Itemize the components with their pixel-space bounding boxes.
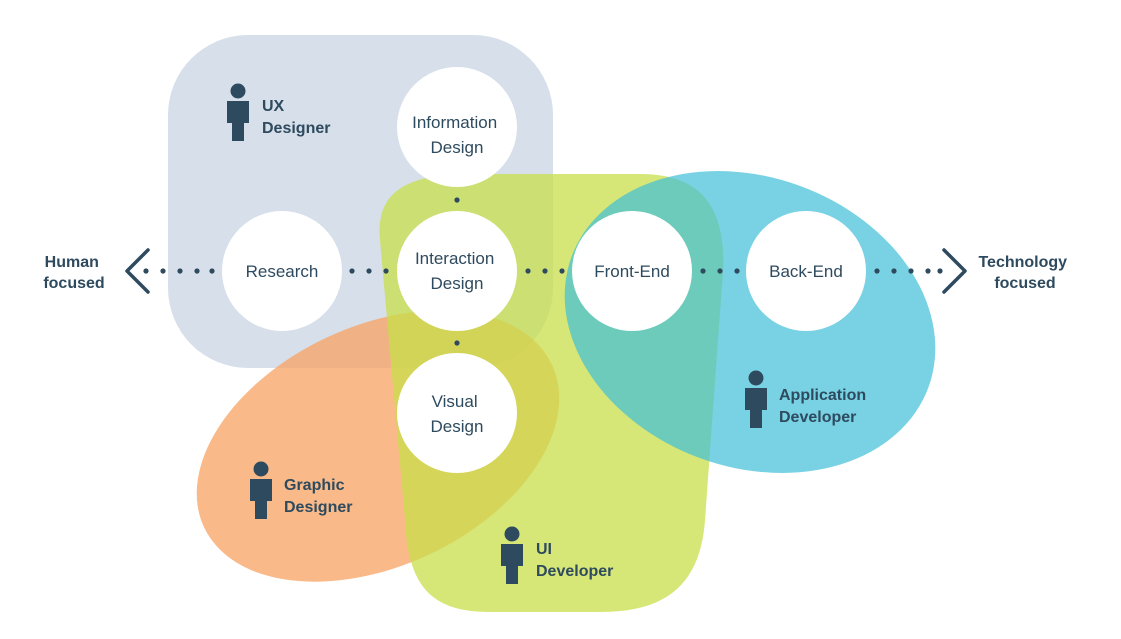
- interaction-design-circle: [397, 211, 517, 331]
- technology-focused-line1: Technology: [978, 254, 1067, 271]
- research-circle: [222, 211, 342, 331]
- information-design-label: Information Design: [412, 113, 502, 157]
- ux-designer-role: UX Designer: [227, 83, 330, 141]
- interaction-design-line2: Design: [431, 274, 484, 293]
- application-developer-role: Application Developer: [745, 370, 871, 428]
- visual-design-label: Visual Design: [431, 392, 484, 436]
- chevron-left-icon: [125, 248, 150, 294]
- chevron-right-icon: [942, 248, 967, 294]
- visual-design-line1: Visual: [432, 392, 478, 411]
- ux-designer-label: UX Designer: [262, 98, 330, 137]
- ux-designer-line1: UX: [262, 98, 285, 115]
- graphic-designer-label: Graphic Designer: [284, 477, 352, 516]
- information-design-line2: Design: [431, 138, 484, 157]
- graphic-designer-line2: Designer: [284, 499, 352, 516]
- area-circles: [222, 67, 866, 473]
- application-developer-label: Application Developer: [779, 387, 871, 426]
- technology-focused-label: Technology focused: [978, 254, 1071, 292]
- research-label: Research: [246, 262, 319, 281]
- human-focused-label: Human focused: [43, 254, 104, 292]
- axis-dots: [143, 197, 943, 346]
- ui-developer-label: UI Developer: [536, 541, 613, 580]
- front-end-label: Front-End: [594, 262, 670, 281]
- technology-focused-line2: focused: [994, 275, 1055, 292]
- graphic-designer-line1: Graphic: [284, 477, 345, 494]
- graphic-designer-role: Graphic Designer: [250, 461, 352, 519]
- ui-developer-role: UI Developer: [501, 526, 613, 584]
- visual-design-line2: Design: [431, 417, 484, 436]
- interaction-design-label: Interaction Design: [415, 249, 499, 293]
- human-focused-line1: Human: [45, 254, 99, 271]
- information-design-circle: [397, 67, 517, 187]
- back-end-label: Back-End: [769, 262, 843, 281]
- ux-designer-line2: Designer: [262, 120, 330, 137]
- front-end-circle: [572, 211, 692, 331]
- ui-developer-line2: Developer: [536, 563, 613, 580]
- interaction-design-line1: Interaction: [415, 249, 494, 268]
- human-focused-line2: focused: [43, 275, 104, 292]
- application-developer-line2: Developer: [779, 409, 856, 426]
- visual-design-circle: [397, 353, 517, 473]
- ui-developer-line1: UI: [536, 541, 552, 558]
- information-design-line1: Information: [412, 113, 497, 132]
- application-developer-line1: Application: [779, 387, 866, 404]
- back-end-circle: [746, 211, 866, 331]
